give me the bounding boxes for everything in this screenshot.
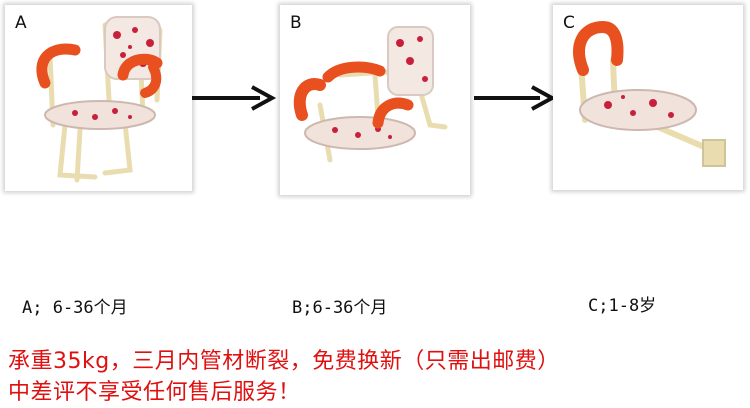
- bike-seat-a-illustration: [36, 16, 163, 183]
- panel-letter-a: A: [15, 13, 27, 33]
- product-panel-b: B: [280, 5, 470, 195]
- product-panel-a: A: [5, 5, 192, 191]
- panel-letter-b: B: [290, 13, 302, 33]
- caption-c: C;1-8岁: [588, 296, 657, 316]
- warranty-notice-line-2: 中差评不享受任何售后服务！: [8, 380, 301, 405]
- warranty-notice-line-1: 承重35kg，三月内管材断裂，免费换新（只需出邮费）: [8, 349, 560, 374]
- caption-b: B;6-36个月: [292, 298, 388, 318]
- arrow-right-icon: [192, 85, 277, 111]
- caption-a: A; 6-36个月: [22, 298, 128, 318]
- panel-letter-c: C: [563, 13, 575, 33]
- bike-seat-c-illustration: [573, 20, 726, 167]
- product-panel-c: C: [553, 5, 743, 190]
- arrow-right-icon: [474, 85, 557, 111]
- bike-seat-b-illustration: [293, 26, 448, 163]
